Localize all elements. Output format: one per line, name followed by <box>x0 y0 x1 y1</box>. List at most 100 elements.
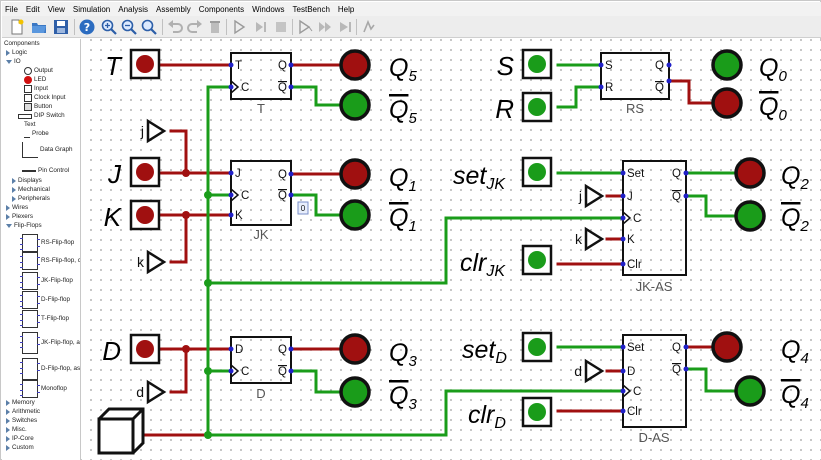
input-r[interactable] <box>521 91 553 123</box>
redo-icon[interactable] <box>186 18 204 36</box>
d-ff-icon <box>20 291 40 309</box>
t-flipflop[interactable] <box>230 52 292 100</box>
tree-folder-plexers[interactable]: Plexers <box>6 212 33 222</box>
tree-item-dip-switch[interactable]: DIP Switch <box>18 111 65 121</box>
tree-item-input[interactable]: Input <box>24 84 48 94</box>
tree-folder-mechanical[interactable]: Mechanical <box>12 185 50 195</box>
tree-folder-logic[interactable]: Logic <box>6 48 27 58</box>
save-icon[interactable] <box>52 18 70 36</box>
input-s[interactable] <box>521 48 553 80</box>
tree-folder-custom[interactable]: Custom <box>6 443 34 453</box>
menu-simulation[interactable]: Simulation <box>72 4 111 14</box>
tree-folder-arithmetic[interactable]: Arithmetic <box>6 407 40 417</box>
clock-input-j[interactable] <box>146 118 167 144</box>
tree-folder-wires[interactable]: Wires <box>6 203 28 213</box>
menu-bar: File Edit View Simulation Analysis Assem… <box>2 2 821 16</box>
clock-input-j-as[interactable] <box>584 183 605 209</box>
skip-icon[interactable] <box>316 18 334 36</box>
menu-help[interactable]: Help <box>337 4 355 14</box>
label-output-q1: Q1 <box>389 164 417 195</box>
output-q4-bar <box>734 375 766 407</box>
pin-label-k: K <box>627 234 635 246</box>
circuit-canvas[interactable]: T C Q Q J C K Q Q D C Q Q S R Q Q Set J … <box>82 39 821 460</box>
stop-icon[interactable] <box>272 18 290 36</box>
tree-folder-displays[interactable]: Displays <box>12 176 42 186</box>
label-clr-jk: clrJK <box>460 249 506 280</box>
tree-folder-flipflops[interactable]: Flip-Flops <box>6 221 42 231</box>
output-q1-bar <box>339 199 371 231</box>
clock-input-k-as[interactable] <box>584 226 605 252</box>
rs-ff-icon <box>20 234 40 252</box>
tree-item-rs-ff-clocked[interactable]: RS-Flip-flop, c <box>20 251 80 271</box>
tree-item-led[interactable]: LED <box>24 75 46 85</box>
d-as-flipflop[interactable] <box>622 334 687 428</box>
run-simulation-icon[interactable] <box>230 18 248 36</box>
tree-item-button[interactable]: Button <box>24 102 52 112</box>
tree-folder-peripherals[interactable]: Peripherals <box>12 194 50 204</box>
pin-label-qbar: Q <box>278 190 287 202</box>
menu-file[interactable]: File <box>5 4 18 14</box>
tree-item-rs-ff[interactable]: RS-Flip-flop <box>20 233 74 253</box>
new-file-icon[interactable] <box>8 18 26 36</box>
pin-label-k: K <box>235 210 243 222</box>
tree-item-d-ff-async[interactable]: D-Flip-flop, as <box>20 357 80 381</box>
analysis-icon[interactable] <box>360 18 378 36</box>
menu-edit[interactable]: Edit <box>25 4 40 14</box>
tree-item-probe[interactable]: Probe <box>24 129 49 139</box>
tree-item-output[interactable]: Output <box>24 66 53 76</box>
tree-item-t-ff[interactable]: T-Flip-flop <box>20 309 69 329</box>
clock-input-d-as[interactable] <box>584 358 605 384</box>
tree-folder-memory[interactable]: Memory <box>6 398 35 408</box>
tree-item-d-ff[interactable]: D-Flip-flop <box>20 290 70 310</box>
label-output-q0-bar: Q0 <box>759 93 787 124</box>
menu-windows[interactable]: Windows <box>252 4 285 14</box>
monoflop-icon <box>20 380 40 398</box>
menu-components[interactable]: Components <box>198 4 245 14</box>
zoom-out-icon[interactable] <box>120 18 138 36</box>
tree-item-jk-ff-async[interactable]: JK-Flip-flop, as <box>20 331 80 355</box>
clock-input-k[interactable] <box>146 249 167 275</box>
break-icon[interactable] <box>336 18 354 36</box>
zoom-in-icon[interactable] <box>100 18 118 36</box>
pin-label-j: J <box>627 191 633 203</box>
menu-assembly[interactable]: Assembly <box>156 4 191 14</box>
tree-item-monoflop[interactable]: Monoflop <box>20 379 67 399</box>
fast-run-icon[interactable] <box>296 18 314 36</box>
tree-folder-switches[interactable]: Switches <box>6 416 37 426</box>
tree-item-data-graph[interactable]: Data Graph <box>22 142 73 158</box>
undo-icon[interactable] <box>166 18 184 36</box>
label-set-jk: setJK <box>453 162 506 193</box>
help-icon[interactable]: ? <box>78 18 96 36</box>
tree-folder-io[interactable]: IO <box>6 57 21 67</box>
menu-analysis[interactable]: Analysis <box>118 4 149 14</box>
tree-item-jk-ff[interactable]: JK-Flip-flop <box>20 271 73 291</box>
clock-label-j: j <box>140 123 144 139</box>
step-icon[interactable] <box>252 18 270 36</box>
clock-generator[interactable] <box>97 407 145 455</box>
input-clr-jk[interactable] <box>521 244 553 276</box>
label-output-q5-bar: Q5 <box>389 96 417 127</box>
tree-components-root[interactable]: Components <box>4 40 40 47</box>
probe-value-box[interactable] <box>297 201 309 215</box>
label-output-q5: Q5 <box>389 54 417 85</box>
jk-ff-async-icon <box>20 332 40 354</box>
open-folder-icon[interactable] <box>30 18 48 36</box>
pin-label-q: Q <box>672 342 681 354</box>
tree-item-text[interactable]: Text <box>24 121 36 128</box>
menu-view[interactable]: View <box>47 4 65 14</box>
tree-item-pin-control[interactable]: Pin Control <box>22 166 69 176</box>
rs-flipflop[interactable] <box>600 52 670 100</box>
clock-input-d[interactable] <box>146 379 167 405</box>
menu-testbench[interactable]: TestBench <box>292 4 330 14</box>
tree-item-clock-input[interactable]: Clock Input <box>24 93 66 103</box>
tree-folder-ip-core[interactable]: IP-Core <box>6 434 34 444</box>
ff-name-d-as: D-AS <box>638 430 669 445</box>
input-t[interactable] <box>129 48 161 80</box>
zoom-fit-icon[interactable] <box>140 18 158 36</box>
tree-folder-misc[interactable]: Misc. <box>6 425 27 435</box>
d-flipflop[interactable] <box>230 336 292 384</box>
pin-label-s: S <box>605 60 613 72</box>
label-input-j: J <box>107 159 122 189</box>
pin-label-set: Set <box>627 168 645 180</box>
delete-icon[interactable] <box>206 18 224 36</box>
